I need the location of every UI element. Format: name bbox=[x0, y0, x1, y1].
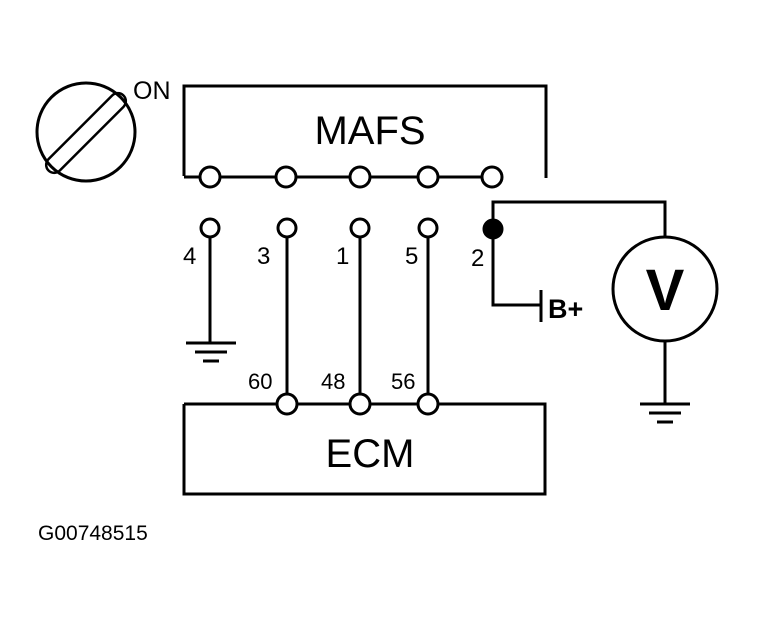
mafs-title: MAFS bbox=[314, 109, 425, 153]
pin-label-2: 2 bbox=[471, 245, 484, 272]
ecm-terminal-label-48: 48 bbox=[321, 369, 345, 394]
battery-label: B+ bbox=[548, 294, 583, 324]
ecm-terminal-48 bbox=[348, 392, 372, 416]
harness-pin-4 bbox=[199, 217, 221, 239]
harness-pin-3 bbox=[276, 217, 298, 239]
mafs-box bbox=[182, 84, 548, 178]
harness-pin-1 bbox=[349, 217, 371, 239]
pin-label-5: 5 bbox=[405, 243, 418, 270]
mafs-pin bbox=[198, 165, 222, 189]
meter-lead-positive bbox=[491, 200, 667, 238]
pin-label-4: 4 bbox=[183, 243, 196, 270]
ecm-terminal-label-60: 60 bbox=[248, 369, 272, 394]
battery-wire bbox=[491, 238, 540, 307]
mafs-pin bbox=[416, 165, 440, 189]
mafs-pin bbox=[348, 165, 372, 189]
mafs-pin bbox=[480, 165, 504, 189]
ignition-switch-icon bbox=[35, 81, 137, 183]
ecm-terminal-56 bbox=[416, 392, 440, 416]
ground-icon bbox=[186, 341, 236, 363]
mafs-pin bbox=[274, 165, 298, 189]
switch-on-label: ON bbox=[133, 77, 171, 105]
harness-pin-5 bbox=[417, 217, 439, 239]
pin-label-1: 1 bbox=[336, 243, 349, 270]
ecm-terminal-label-56: 56 bbox=[391, 369, 415, 394]
pin-label-3: 3 bbox=[257, 243, 270, 270]
meter-ground-icon bbox=[640, 402, 690, 424]
voltmeter-label: V bbox=[646, 258, 685, 323]
ecm-title: ECM bbox=[326, 432, 415, 476]
figure-id: G00748515 bbox=[38, 522, 148, 545]
ecm-terminal-60 bbox=[275, 392, 299, 416]
